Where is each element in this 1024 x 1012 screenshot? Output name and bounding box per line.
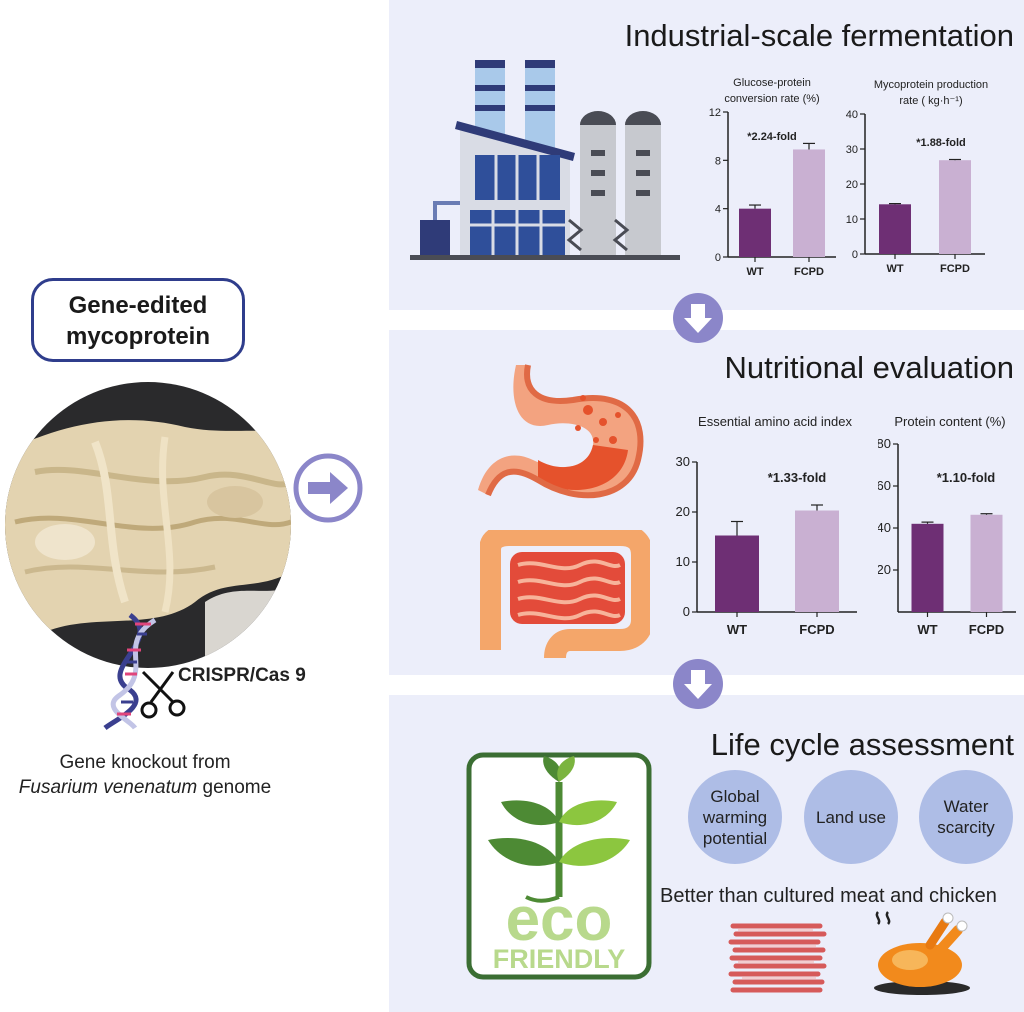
chart-title: Glucose-protein conversion rate (%) bbox=[724, 77, 819, 105]
x-tick-label: FCPD bbox=[799, 622, 834, 637]
lca-circle-global-warming: Global warming potential bbox=[688, 770, 782, 864]
fold-annotation: *1.88-fold bbox=[916, 137, 966, 149]
x-tick-label: WT bbox=[917, 622, 937, 637]
y-tick-label: 0 bbox=[683, 604, 690, 619]
bar-wt bbox=[715, 535, 759, 612]
chart-title-line: conversion rate (%) bbox=[724, 93, 819, 105]
chart-title-line: Mycoprotein production bbox=[874, 79, 988, 91]
y-tick-label: 12 bbox=[709, 107, 721, 119]
y-tick-label: 20 bbox=[878, 562, 891, 577]
crispr-label: CRISPR/Cas 9 bbox=[178, 665, 306, 686]
right-arrow-icon bbox=[293, 453, 363, 523]
chart-title: Mycoprotein production rate ( kg·h⁻¹) bbox=[874, 79, 988, 107]
y-tick-label: 20 bbox=[676, 504, 690, 519]
mycoprotein-photo bbox=[5, 382, 291, 668]
bar-fcpd bbox=[795, 510, 839, 612]
y-tick-label: 10 bbox=[846, 214, 858, 226]
eco-word: eco bbox=[506, 885, 613, 954]
bar-fcpd bbox=[939, 160, 971, 254]
intestine-icon bbox=[480, 530, 650, 659]
x-tick-label: FCPD bbox=[940, 263, 970, 275]
friendly-word: FRIENDLY bbox=[493, 944, 626, 974]
chart-title: Essential amino acid index bbox=[698, 414, 852, 429]
factory-icon bbox=[410, 60, 680, 260]
y-tick-label: 30 bbox=[676, 454, 690, 469]
knockout-tail: genome bbox=[197, 777, 272, 798]
x-tick-label: WT bbox=[727, 622, 747, 637]
dna-icon bbox=[103, 612, 157, 730]
bar-fcpd bbox=[793, 149, 825, 257]
y-tick-label: 40 bbox=[878, 520, 891, 535]
y-tick-label: 80 bbox=[878, 436, 891, 451]
bar-fcpd bbox=[970, 514, 1003, 612]
y-tick-label: 0 bbox=[852, 249, 858, 261]
fermentation-title: Industrial-scale fermentation bbox=[624, 18, 1014, 53]
lca-circle-land-use: Land use bbox=[804, 770, 898, 864]
chart-mycoprotein-rate: Mycoprotein production rate ( kg·h⁻¹) 0 10 2… bbox=[846, 79, 988, 275]
badge-line-1: Gene-edited bbox=[68, 292, 208, 319]
y-tick-label: 40 bbox=[846, 109, 858, 121]
chart-title: Protein content (%) bbox=[894, 414, 1005, 429]
chart-title-line: Glucose-protein bbox=[733, 77, 811, 89]
x-tick-label: FCPD bbox=[969, 622, 1004, 637]
scissors-icon bbox=[140, 670, 186, 719]
down-arrow-icon bbox=[673, 293, 723, 343]
chart-title-line: rate ( kg·h⁻¹) bbox=[899, 95, 962, 107]
plant-icon bbox=[488, 756, 630, 903]
badge-line-2: mycoprotein bbox=[65, 323, 211, 350]
lca-title: Life cycle assessment bbox=[710, 727, 1014, 762]
gene-edited-badge: Gene-edited mycoprotein bbox=[31, 278, 245, 362]
x-tick-label: WT bbox=[746, 266, 763, 278]
y-tick-label: 8 bbox=[715, 155, 721, 167]
chart-title-line: Protein content (%) bbox=[894, 414, 1005, 429]
y-tick-label: 60 bbox=[878, 478, 891, 493]
bar-wt bbox=[739, 208, 771, 257]
better-than-caption: Better than cultured meat and chicken bbox=[660, 885, 997, 907]
chart-glucose-protein: Glucose-protein conversion rate (%) 0 4 8 12W… bbox=[709, 77, 836, 278]
chart-title-line: Essential amino acid index bbox=[698, 414, 852, 429]
roast-chicken-icon bbox=[874, 911, 970, 995]
dna-scissors-icon bbox=[103, 612, 186, 730]
y-tick-label: 4 bbox=[715, 204, 721, 216]
bar-wt bbox=[879, 204, 911, 254]
y-tick-label: 30 bbox=[846, 144, 858, 156]
fold-annotation: *1.10-fold bbox=[937, 470, 996, 485]
bar-wt bbox=[911, 523, 944, 612]
y-tick-label: 20 bbox=[846, 179, 858, 191]
species-name: Fusarium venenatum bbox=[18, 777, 198, 798]
x-tick-label: FCPD bbox=[794, 266, 824, 278]
knockout-line-1: Gene knockout from bbox=[59, 752, 231, 773]
y-tick-label: 10 bbox=[676, 554, 690, 569]
lca-circle-water-scarcity: Water scarcity bbox=[919, 770, 1013, 864]
eco-friendly-badge: eco FRIENDLY bbox=[466, 752, 652, 980]
x-tick-label: WT bbox=[886, 263, 903, 275]
y-tick-label: 0 bbox=[715, 252, 721, 264]
nutrition-title: Nutritional evaluation bbox=[724, 350, 1014, 385]
stomach-icon bbox=[478, 364, 644, 499]
cultured-meat-icon bbox=[728, 923, 827, 993]
down-arrow-icon bbox=[673, 659, 723, 709]
knockout-caption: Gene knockout from Fusarium venenatum ge… bbox=[0, 750, 290, 800]
fold-annotation: *1.33-fold bbox=[768, 470, 827, 485]
fold-annotation: *2.24-fold bbox=[747, 131, 797, 143]
